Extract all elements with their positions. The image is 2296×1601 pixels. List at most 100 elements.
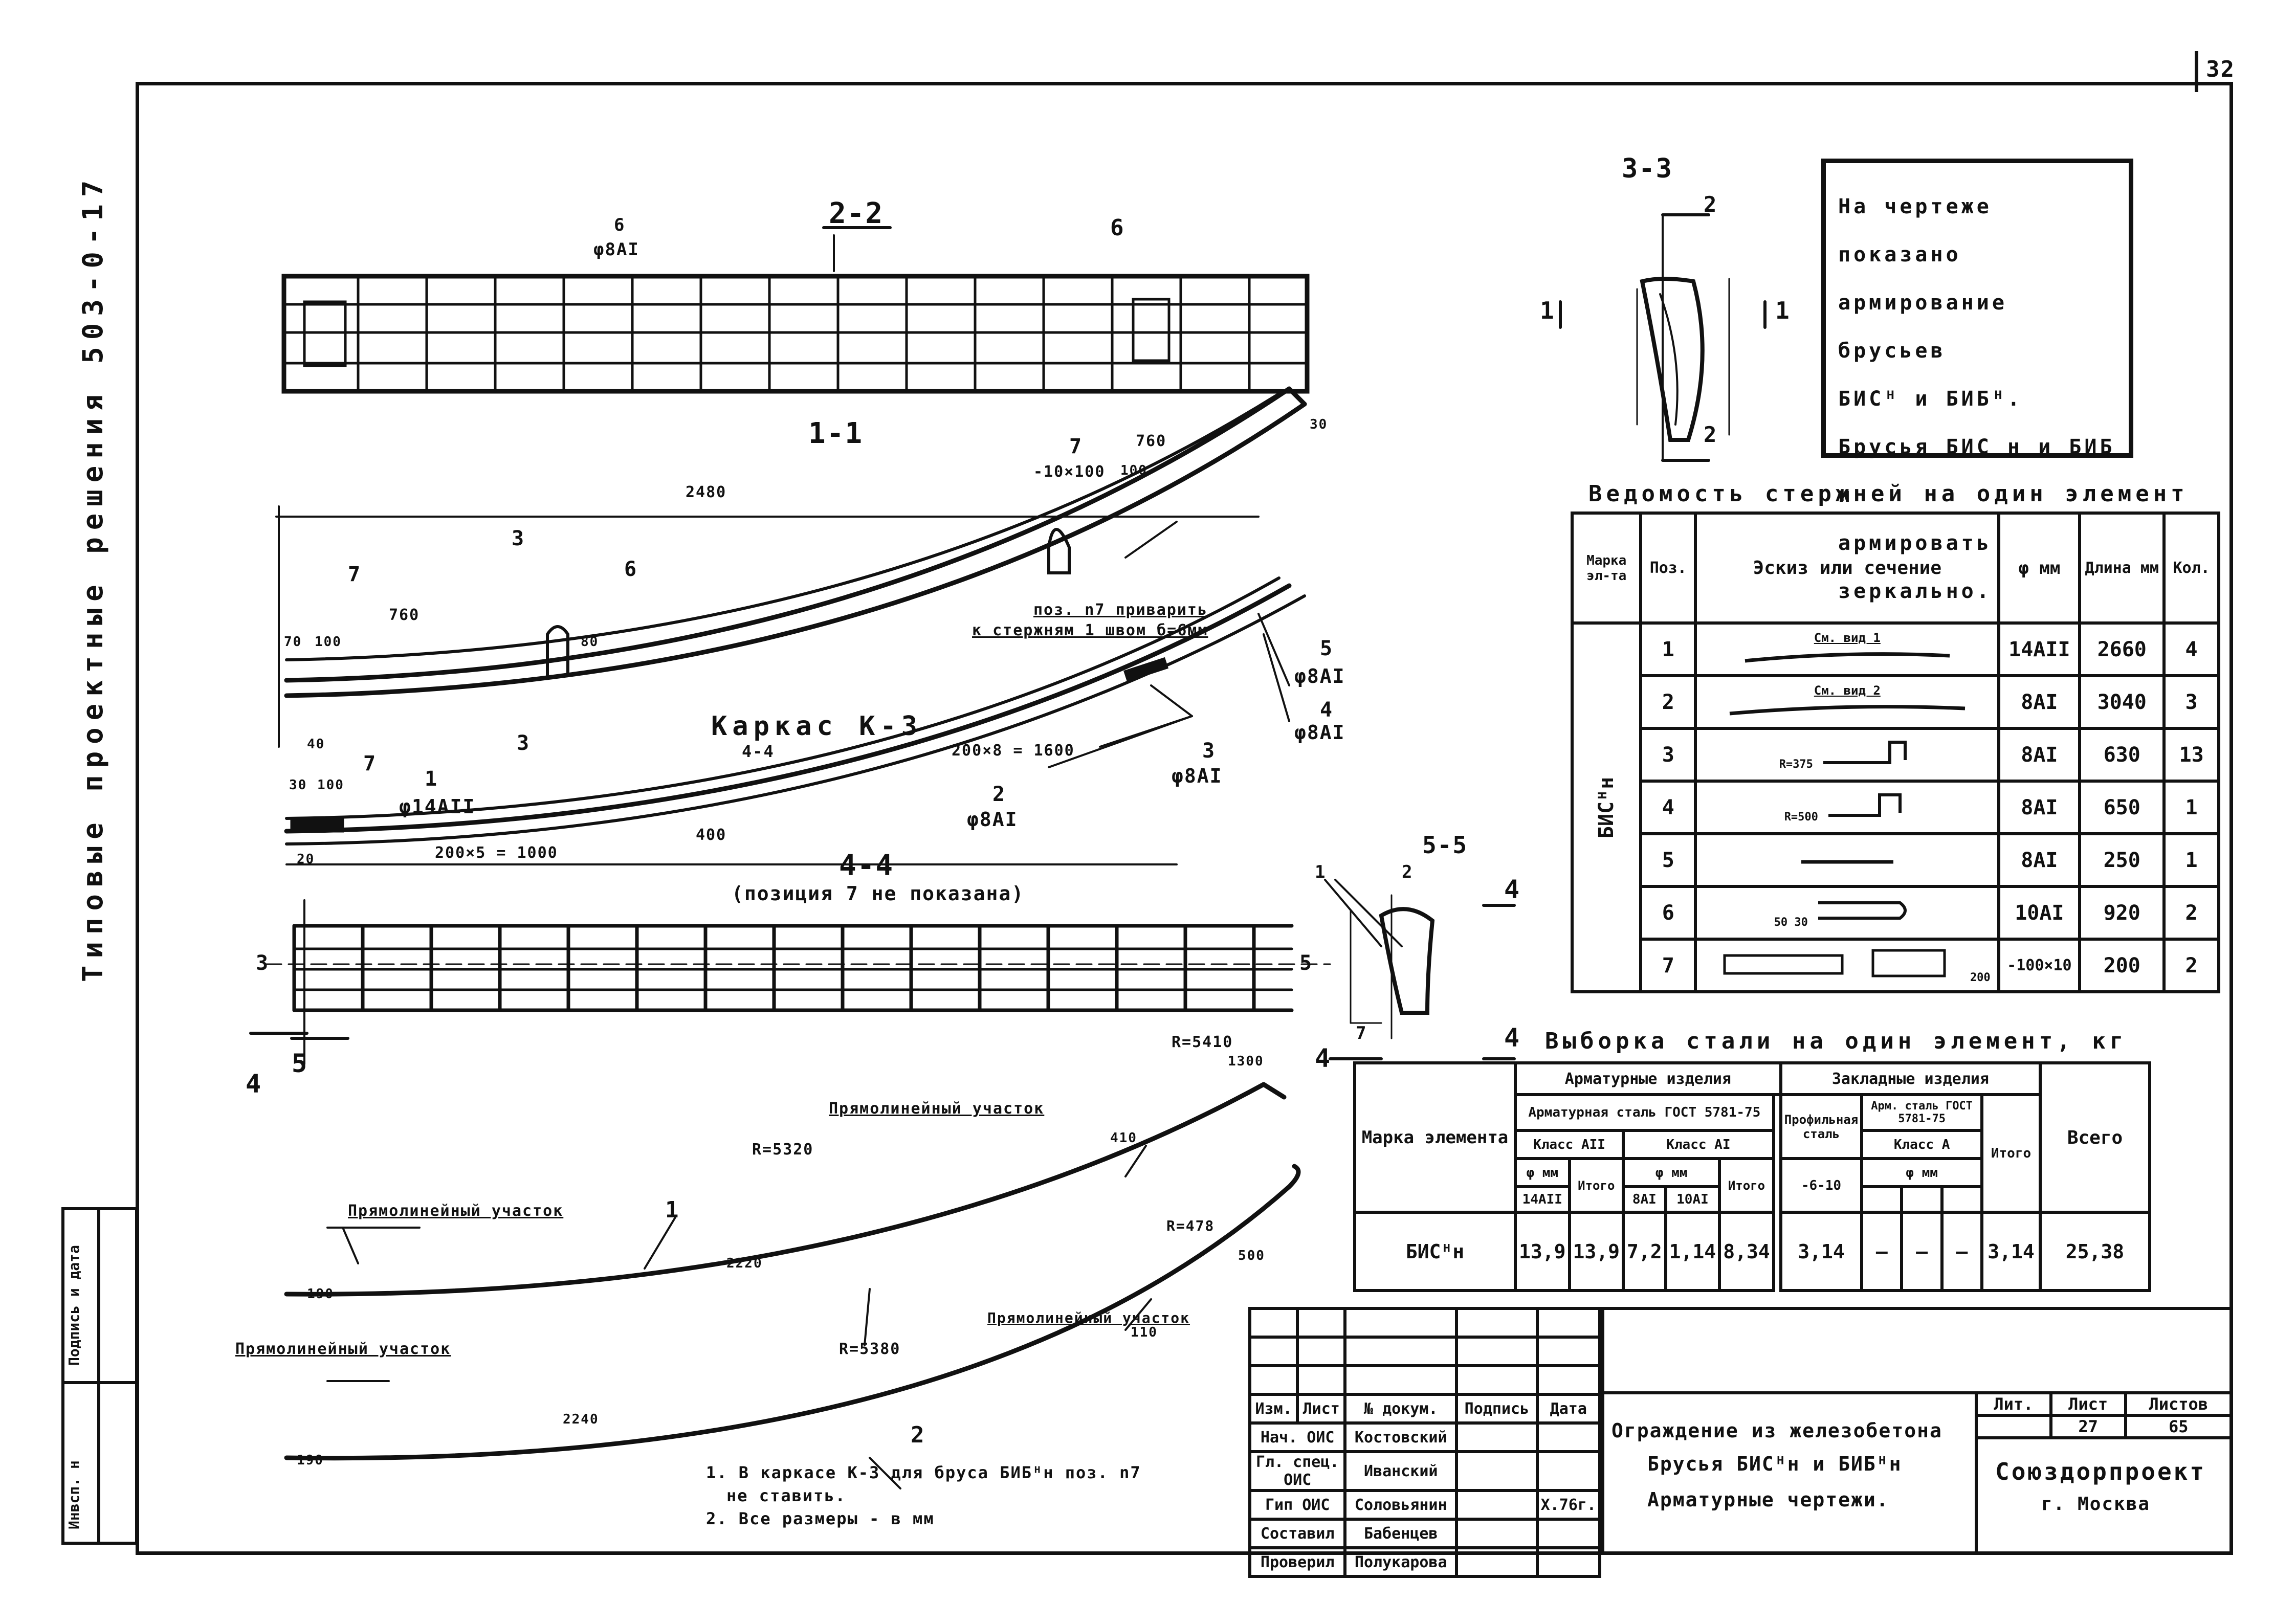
- label-pos3-a: 3: [512, 527, 525, 550]
- stamp-sign-4: [1455, 1518, 1539, 1549]
- stamp-date-2: [1535, 1450, 1602, 1492]
- stamp-name-3: Соловьянин: [1343, 1489, 1459, 1521]
- stamp-role-5: Проверил: [1248, 1546, 1347, 1578]
- label-pos6-a: 6: [614, 215, 626, 235]
- label-pos2-c: 2: [1704, 192, 1718, 217]
- side-stamp-divider: [97, 1207, 100, 1545]
- steel-row-a: —: [1860, 1211, 1904, 1292]
- rebar-sketch-6-label: 50 30: [1774, 916, 1808, 929]
- rebar-mark: БИСᴴн: [1570, 621, 1643, 993]
- karkas-title: Каркас К-3: [711, 711, 923, 742]
- sheet-number-box: [2195, 51, 2236, 92]
- rebar-len-7: 200: [2078, 938, 2166, 993]
- label-pos5: 5: [1320, 637, 1334, 660]
- dim-2240: 2240: [563, 1412, 599, 1427]
- rebar-h-qty: Кол.: [2162, 512, 2220, 625]
- rebar-pos-5: 5: [1639, 832, 1697, 888]
- note-line-3: БИСᴴ и БИБᴴ.: [1838, 387, 2023, 411]
- stamp-role-2: Гл. спец. ОИС: [1248, 1450, 1347, 1492]
- dim-500: 500: [1238, 1248, 1265, 1263]
- steel-row-t3: 3,14: [1980, 1211, 2042, 1292]
- rebar-len-5: 250: [2078, 832, 2166, 888]
- stamp-blank-1c: [1343, 1307, 1459, 1339]
- stamp-title-3: Арматурные чертежи.: [1647, 1488, 1889, 1511]
- steel-h-emb-1: [1860, 1185, 1904, 1214]
- sheet-number: 32: [2206, 56, 2235, 82]
- stamp-role-1: Нач. ОИС: [1248, 1421, 1347, 1453]
- label-pos4-c: 4: [1315, 1043, 1332, 1073]
- label-phi8AI-b: φ8AI: [1294, 665, 1345, 687]
- steel-h-mark: Марка элемента: [1353, 1061, 1517, 1214]
- stamp-blank-1b: [1296, 1307, 1347, 1339]
- dim-200x8: 200×8 = 1600: [952, 742, 1075, 760]
- stamp-blank-2d: [1455, 1336, 1539, 1367]
- stamp-date-1: [1535, 1421, 1602, 1453]
- rebar-len-3: 630: [2078, 727, 2166, 783]
- steel-h-10AI: 10AI: [1664, 1185, 1721, 1214]
- stamp-h-sign: Подпись: [1455, 1393, 1539, 1425]
- label-phi8AI-c: φ8AI: [1294, 721, 1345, 744]
- section-4-4-title: 4-4: [839, 849, 894, 882]
- steel-h-profile: Профильная сталь: [1779, 1093, 1864, 1160]
- steel-h-emb-3: [1940, 1185, 1984, 1214]
- dim-200x5: 200×5 = 1000: [435, 844, 558, 862]
- dim-30-b: 30: [289, 777, 307, 793]
- label-pos7-d: 7: [1356, 1023, 1367, 1043]
- dim-760-b: 760: [389, 606, 420, 624]
- label-pos2-d: 2: [1704, 422, 1718, 447]
- rebar-sketch-5-shape: [1801, 860, 1893, 863]
- rebar-dia-2: 8AI: [1997, 674, 2082, 730]
- rebar-dia-7: -100×10: [1997, 938, 2082, 993]
- label-pos5-c: 5: [292, 1049, 308, 1078]
- steel-h-minus6: -6-10: [1779, 1157, 1864, 1214]
- rebar-len-2: 3040: [2078, 674, 2166, 730]
- steel-h-total2: Итого: [1718, 1157, 1775, 1214]
- rebar-sketch-2-bar: [1729, 704, 1965, 715]
- rebar-len-1: 2660: [2078, 621, 2166, 677]
- rebar-len-4: 650: [2078, 780, 2166, 835]
- karkas-sub: 4-4: [742, 742, 775, 761]
- note-line-2: армирование брусьев: [1838, 291, 2007, 363]
- label-pos2-e: 2: [911, 1422, 925, 1448]
- label-pos5-b: 5: [1299, 951, 1313, 975]
- rebar-sketch-4-shape: [1828, 793, 1902, 817]
- note-line-4: Брусья БИС н и БИБ н: [1838, 435, 2115, 507]
- rebar-qty-6: 2: [2162, 885, 2220, 941]
- dim-190-a: 190: [307, 1286, 334, 1302]
- stamp-h-list: Лист: [1296, 1393, 1347, 1425]
- rebar-qty-1: 4: [2162, 621, 2220, 677]
- stamp-date-3: Х.76г.: [1535, 1489, 1602, 1521]
- rebar-sketch-5: [1694, 832, 2001, 888]
- stamp-sheet-header: Лист: [2049, 1391, 2127, 1417]
- dim-20: 20: [297, 852, 315, 867]
- stamp-sign-5: [1455, 1546, 1539, 1578]
- rebar-qty-2: 3: [2162, 674, 2220, 730]
- label-pos7-a: 7: [1069, 435, 1083, 458]
- section-2-2-plan: [281, 226, 1310, 394]
- dim-10x100: -10×100: [1033, 463, 1106, 481]
- straight-1: Прямолинейный участок: [829, 1100, 1045, 1118]
- steel-h-phi2: φ мм: [1622, 1157, 1721, 1188]
- section-2-2-title: 2-2: [829, 197, 884, 230]
- stamp-title-box: [1601, 1307, 2233, 1555]
- stamp-org: Союздорпроект: [1995, 1458, 2206, 1485]
- label-phi14AII: φ14AII: [399, 795, 476, 818]
- section-5-5-profile: [1324, 879, 1516, 1060]
- stamp-date-4: [1535, 1518, 1602, 1549]
- label-pos1-b: 1: [1315, 862, 1327, 882]
- rebar-pos-3: 3: [1639, 727, 1697, 783]
- rebar-qty-3: 13: [2162, 727, 2220, 783]
- karkas-k3-curve: [284, 576, 1306, 865]
- label-pos4-b: 4: [246, 1069, 262, 1099]
- stamp-h-doc: № докум.: [1343, 1393, 1459, 1425]
- stamp-role-3: Гип ОИС: [1248, 1489, 1347, 1521]
- stamp-blank-3b: [1296, 1364, 1347, 1396]
- stamp-title-2: Брусья БИСᴴн и БИБᴴн: [1647, 1453, 1902, 1475]
- steel-h-classA: Класс А: [1860, 1129, 1983, 1160]
- stamp-name-5: Полукарова: [1343, 1546, 1459, 1578]
- dim-100-a: 100: [1120, 463, 1147, 478]
- stamp-h-date: Дата: [1535, 1393, 1602, 1425]
- rebar-dia-4: 8AI: [1997, 780, 2082, 835]
- rebar-qty-5: 1: [2162, 832, 2220, 888]
- stamp-city: г. Москва: [2041, 1494, 2151, 1515]
